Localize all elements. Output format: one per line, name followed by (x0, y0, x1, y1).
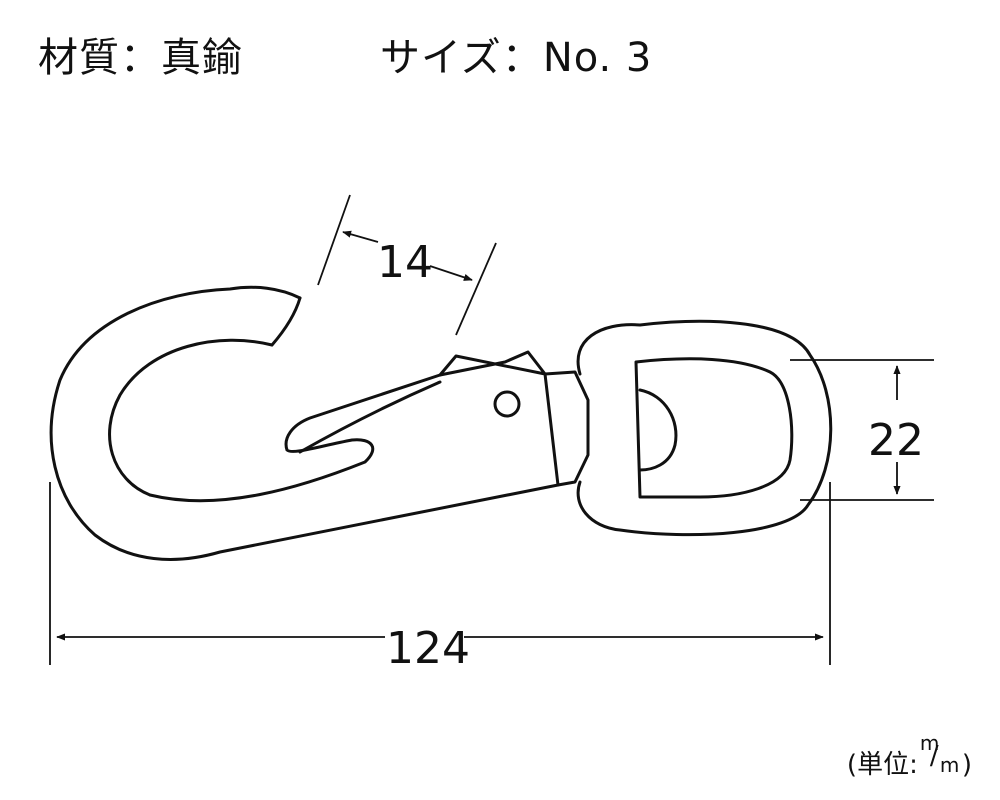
dimension-eye-width (790, 359, 934, 501)
hook-inner-curve (108, 296, 302, 497)
pivot-hole (493, 390, 521, 418)
unit-separator: : (909, 750, 918, 780)
gate-spring-line (298, 380, 442, 454)
unit-note: (単位:m/m) (846, 733, 972, 780)
swivel-eye-outer (576, 319, 833, 537)
unit-close-paren: ) (961, 750, 972, 780)
gate-extension-line-left (317, 194, 351, 286)
size-value: No. 3 (542, 35, 653, 81)
hook-inner-lip (148, 373, 442, 503)
unit-fraction: m/m (918, 733, 962, 777)
material-label: 材質 (38, 35, 120, 81)
dimension-total-length-value: 124 (386, 623, 470, 674)
swivel-eye-inner (634, 357, 794, 499)
material-separator: ： (120, 35, 161, 81)
unit-slash: / (929, 741, 939, 771)
hook-outer-outline (49, 285, 560, 561)
unit-numerator: m (919, 731, 940, 755)
material-value: 真鍮 (161, 35, 243, 81)
unit-label: 単位 (857, 750, 910, 780)
gate-latch (438, 350, 560, 487)
gate-dimension-arrow-left (342, 230, 379, 243)
gate-extension-line-right (455, 242, 497, 336)
dimension-total-length (49, 482, 831, 665)
material-spec: 材質：真鍮 (38, 38, 243, 78)
dimension-gate-opening-value: 14 (377, 237, 433, 288)
dimension-gate-opening (317, 194, 497, 336)
gate-dimension-arrow-right (429, 265, 473, 281)
size-spec: サイズ：No. 3 (380, 38, 652, 78)
unit-open-paren: ( (846, 750, 858, 780)
swivel-neck (543, 370, 590, 487)
dimension-eye-width-value: 22 (868, 415, 924, 466)
size-label: サイズ (380, 35, 502, 81)
swivel-eye-inner-curve (638, 388, 678, 472)
size-separator: ： (501, 35, 543, 81)
unit-denominator: m (939, 753, 960, 777)
